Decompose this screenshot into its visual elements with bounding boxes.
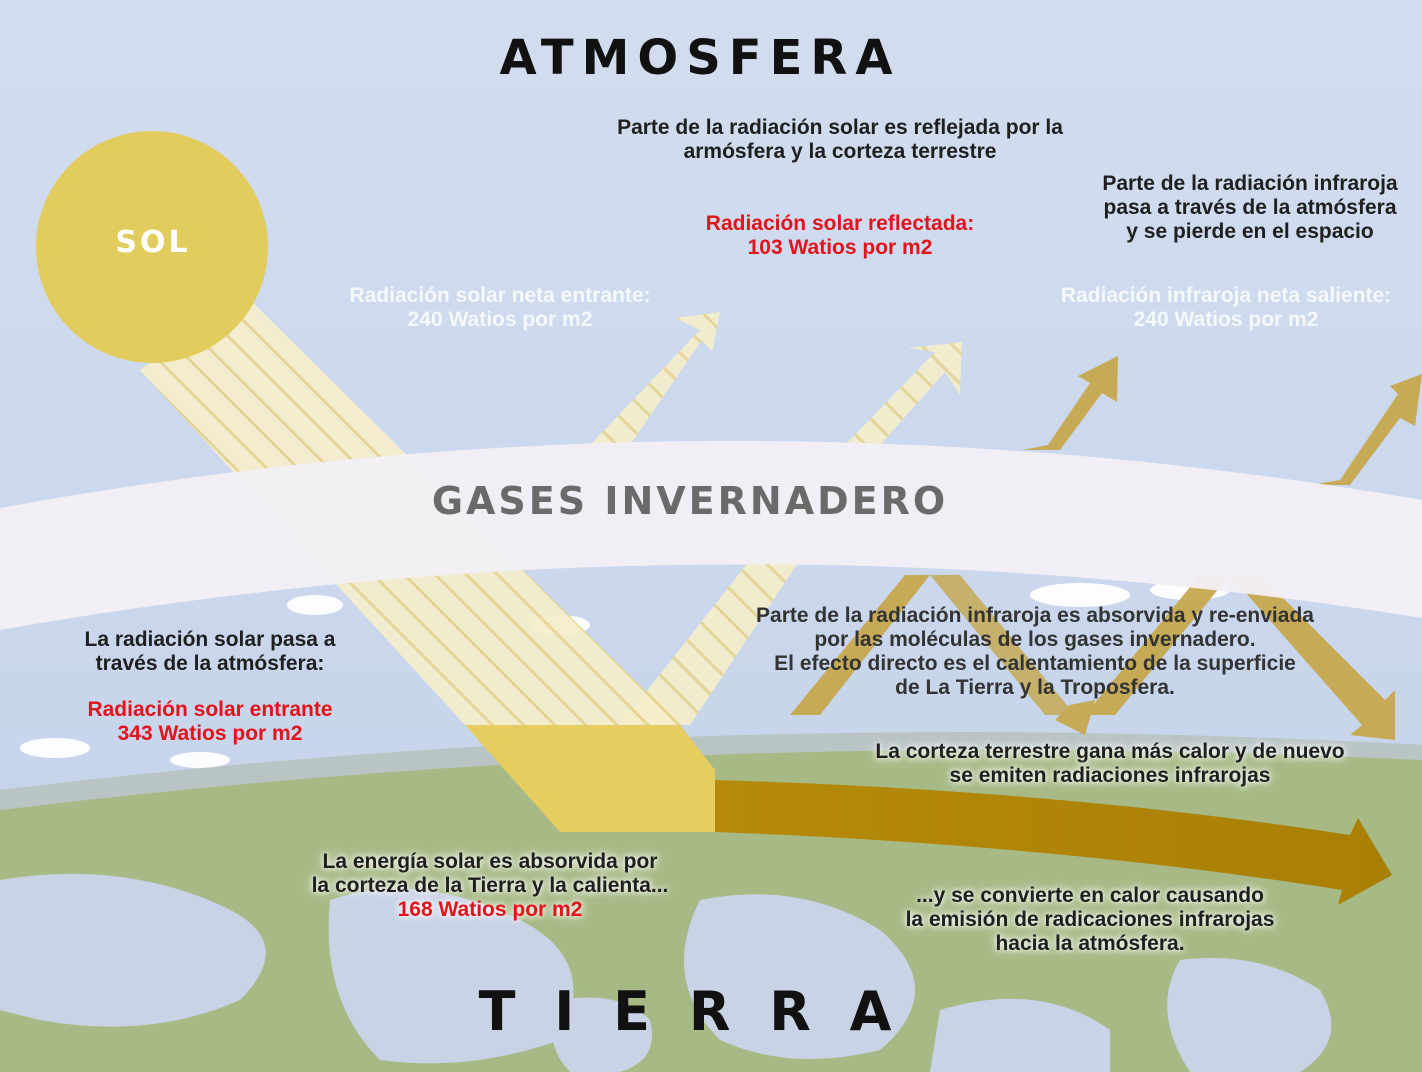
atmosphere-title: ATMOSFERA	[499, 30, 901, 86]
infrared-lost-note: Parte de la radiación infraroja pasa a t…	[1070, 172, 1422, 244]
infrared-lost-line: y se pierde en el espacio	[1126, 220, 1374, 243]
heat-emission-line: la emisión de radicaciones infrarojas	[905, 908, 1275, 931]
greenhouse-gases-title: GASES INVERNADERO	[431, 479, 949, 523]
passes-atmosphere-line: La radiación solar pasa a	[84, 628, 336, 651]
net-outgoing-line: 240 Watios por m2	[1133, 308, 1319, 331]
net-outgoing-line: Radiación infraroja neta saliente:	[1060, 284, 1392, 307]
reemitted-line: de La Tierra y la Troposfera.	[895, 676, 1175, 699]
net-incoming-line: Radiación solar neta entrante:	[349, 284, 651, 307]
incoming-value: Radiación solar entrante 343 Watios por …	[40, 698, 380, 746]
reflected-note-line: armósfera y la corteza terrestre	[683, 140, 997, 163]
reflected-radiation-arrows	[590, 312, 720, 445]
reflected-from-surface	[620, 560, 800, 725]
earth-title: T I E R R A	[478, 980, 902, 1043]
passes-atmosphere-note: La radiación solar pasa a través de la a…	[40, 628, 380, 676]
reflected-value-line: Radiación solar reflectada:	[705, 212, 975, 235]
crust-gains-heat-note: La corteza terrestre gana más calor y de…	[820, 740, 1400, 788]
absorbed-value: 168 Watios por m2	[397, 898, 583, 921]
reemitted-note: Parte de la radiación infraroja es absor…	[690, 604, 1380, 700]
infrared-arrows	[790, 356, 1422, 740]
passes-atmosphere-line: través de la atmósfera:	[95, 652, 325, 675]
heat-arrow-icon	[715, 780, 1392, 905]
absorbed-line: la corteza de la Tierra y la calienta...	[311, 874, 669, 897]
crust-gains-heat-line: La corteza terrestre gana más calor y de…	[875, 740, 1345, 763]
incoming-value-line: Radiación solar entrante	[87, 698, 333, 721]
reflected-radiation-arrows-2	[845, 342, 962, 445]
greenhouse-gas-band	[0, 440, 1422, 630]
heat-emission-note: ...y se convierte en calor causando la e…	[860, 884, 1320, 956]
absorbed-energy-block	[465, 725, 715, 832]
net-outgoing-label: Radiación infraroja neta saliente: 240 W…	[1030, 284, 1422, 332]
sun-label: SOL	[115, 225, 191, 260]
reflected-note: Parte de la radiación solar es reflejada…	[560, 116, 1120, 164]
reemitted-line: por las moléculas de los gases invernade…	[814, 628, 1256, 651]
earth-horizon-haze	[0, 732, 1422, 810]
reemitted-line: El efecto directo es el calentamiento de…	[774, 652, 1296, 675]
infrared-lost-line: Parte de la radiación infraroja	[1102, 172, 1398, 195]
crust-gains-heat-line: se emiten radiaciones infrarojas	[949, 764, 1271, 787]
reflected-value: Radiación solar reflectada: 103 Watios p…	[660, 212, 1020, 260]
absorbed-note: La energía solar es absorvida por la cor…	[250, 850, 730, 922]
sun-icon	[36, 131, 268, 363]
net-incoming-label: Radiación solar neta entrante: 240 Watio…	[310, 284, 690, 332]
reemitted-line: Parte de la radiación infraroja es absor…	[756, 604, 1314, 627]
heat-emission-line: hacia la atmósfera.	[995, 932, 1185, 955]
net-incoming-line: 240 Watios por m2	[407, 308, 593, 331]
reflected-value-line: 103 Watios por m2	[747, 236, 933, 259]
earth-map	[0, 873, 1332, 1072]
heat-emission-line: ...y se convierte en calor causando	[916, 884, 1264, 907]
incoming-value-line: 343 Watios por m2	[117, 722, 303, 745]
reflected-note-line: Parte de la radiación solar es reflejada…	[617, 116, 1063, 139]
absorbed-line: La energía solar es absorvida por	[322, 850, 658, 873]
infrared-lost-line: pasa a través de la atmósfera	[1103, 196, 1397, 219]
